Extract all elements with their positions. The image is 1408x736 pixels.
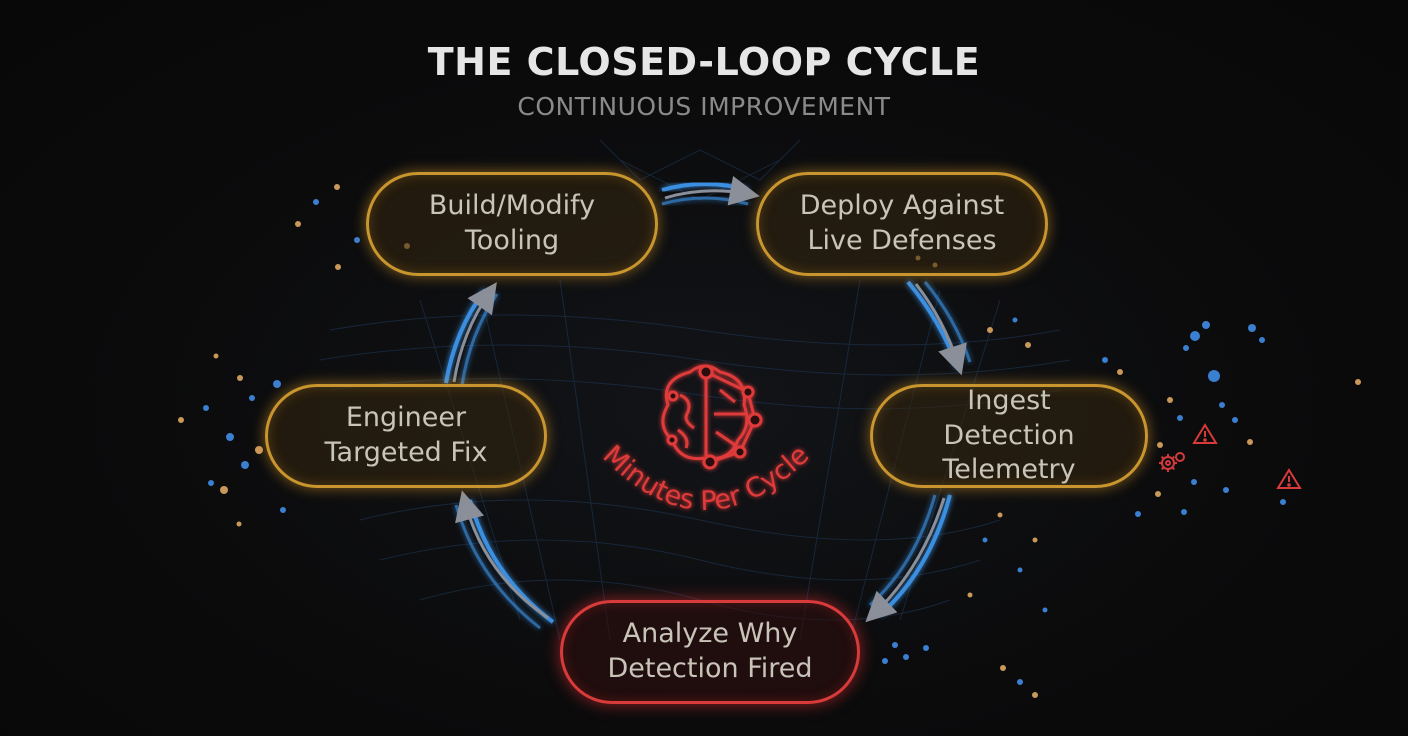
step-label: Ingest Detection Telemetry — [942, 385, 1076, 486]
step-engineer-targeted-fix: Engineer Targeted Fix — [265, 384, 547, 488]
page-title: THE CLOSED-LOOP CYCLE — [427, 40, 981, 84]
step-deploy-against-live-defenses: Deploy Against Live Defenses — [756, 172, 1048, 276]
step-label: Engineer Targeted Fix — [324, 402, 488, 468]
page-subtitle: CONTINUOUS IMPROVEMENT — [517, 92, 891, 121]
step-build-modify-tooling: Build/Modify Tooling — [366, 172, 658, 276]
step-label: Deploy Against Live Defenses — [799, 190, 1005, 256]
gear-icon — [1159, 452, 1185, 472]
step-label: Analyze Why Detection Fired — [607, 618, 813, 684]
warning-icon — [1276, 468, 1302, 489]
step-analyze-why-detection-fired: Analyze Why Detection Fired — [560, 600, 860, 704]
step-ingest-detection-telemetry: Ingest Detection Telemetry — [870, 384, 1148, 488]
cycle-connectors — [444, 175, 972, 630]
step-label: Build/Modify Tooling — [428, 190, 596, 256]
brain-network-icon — [661, 364, 763, 470]
warning-icon — [1192, 423, 1218, 444]
